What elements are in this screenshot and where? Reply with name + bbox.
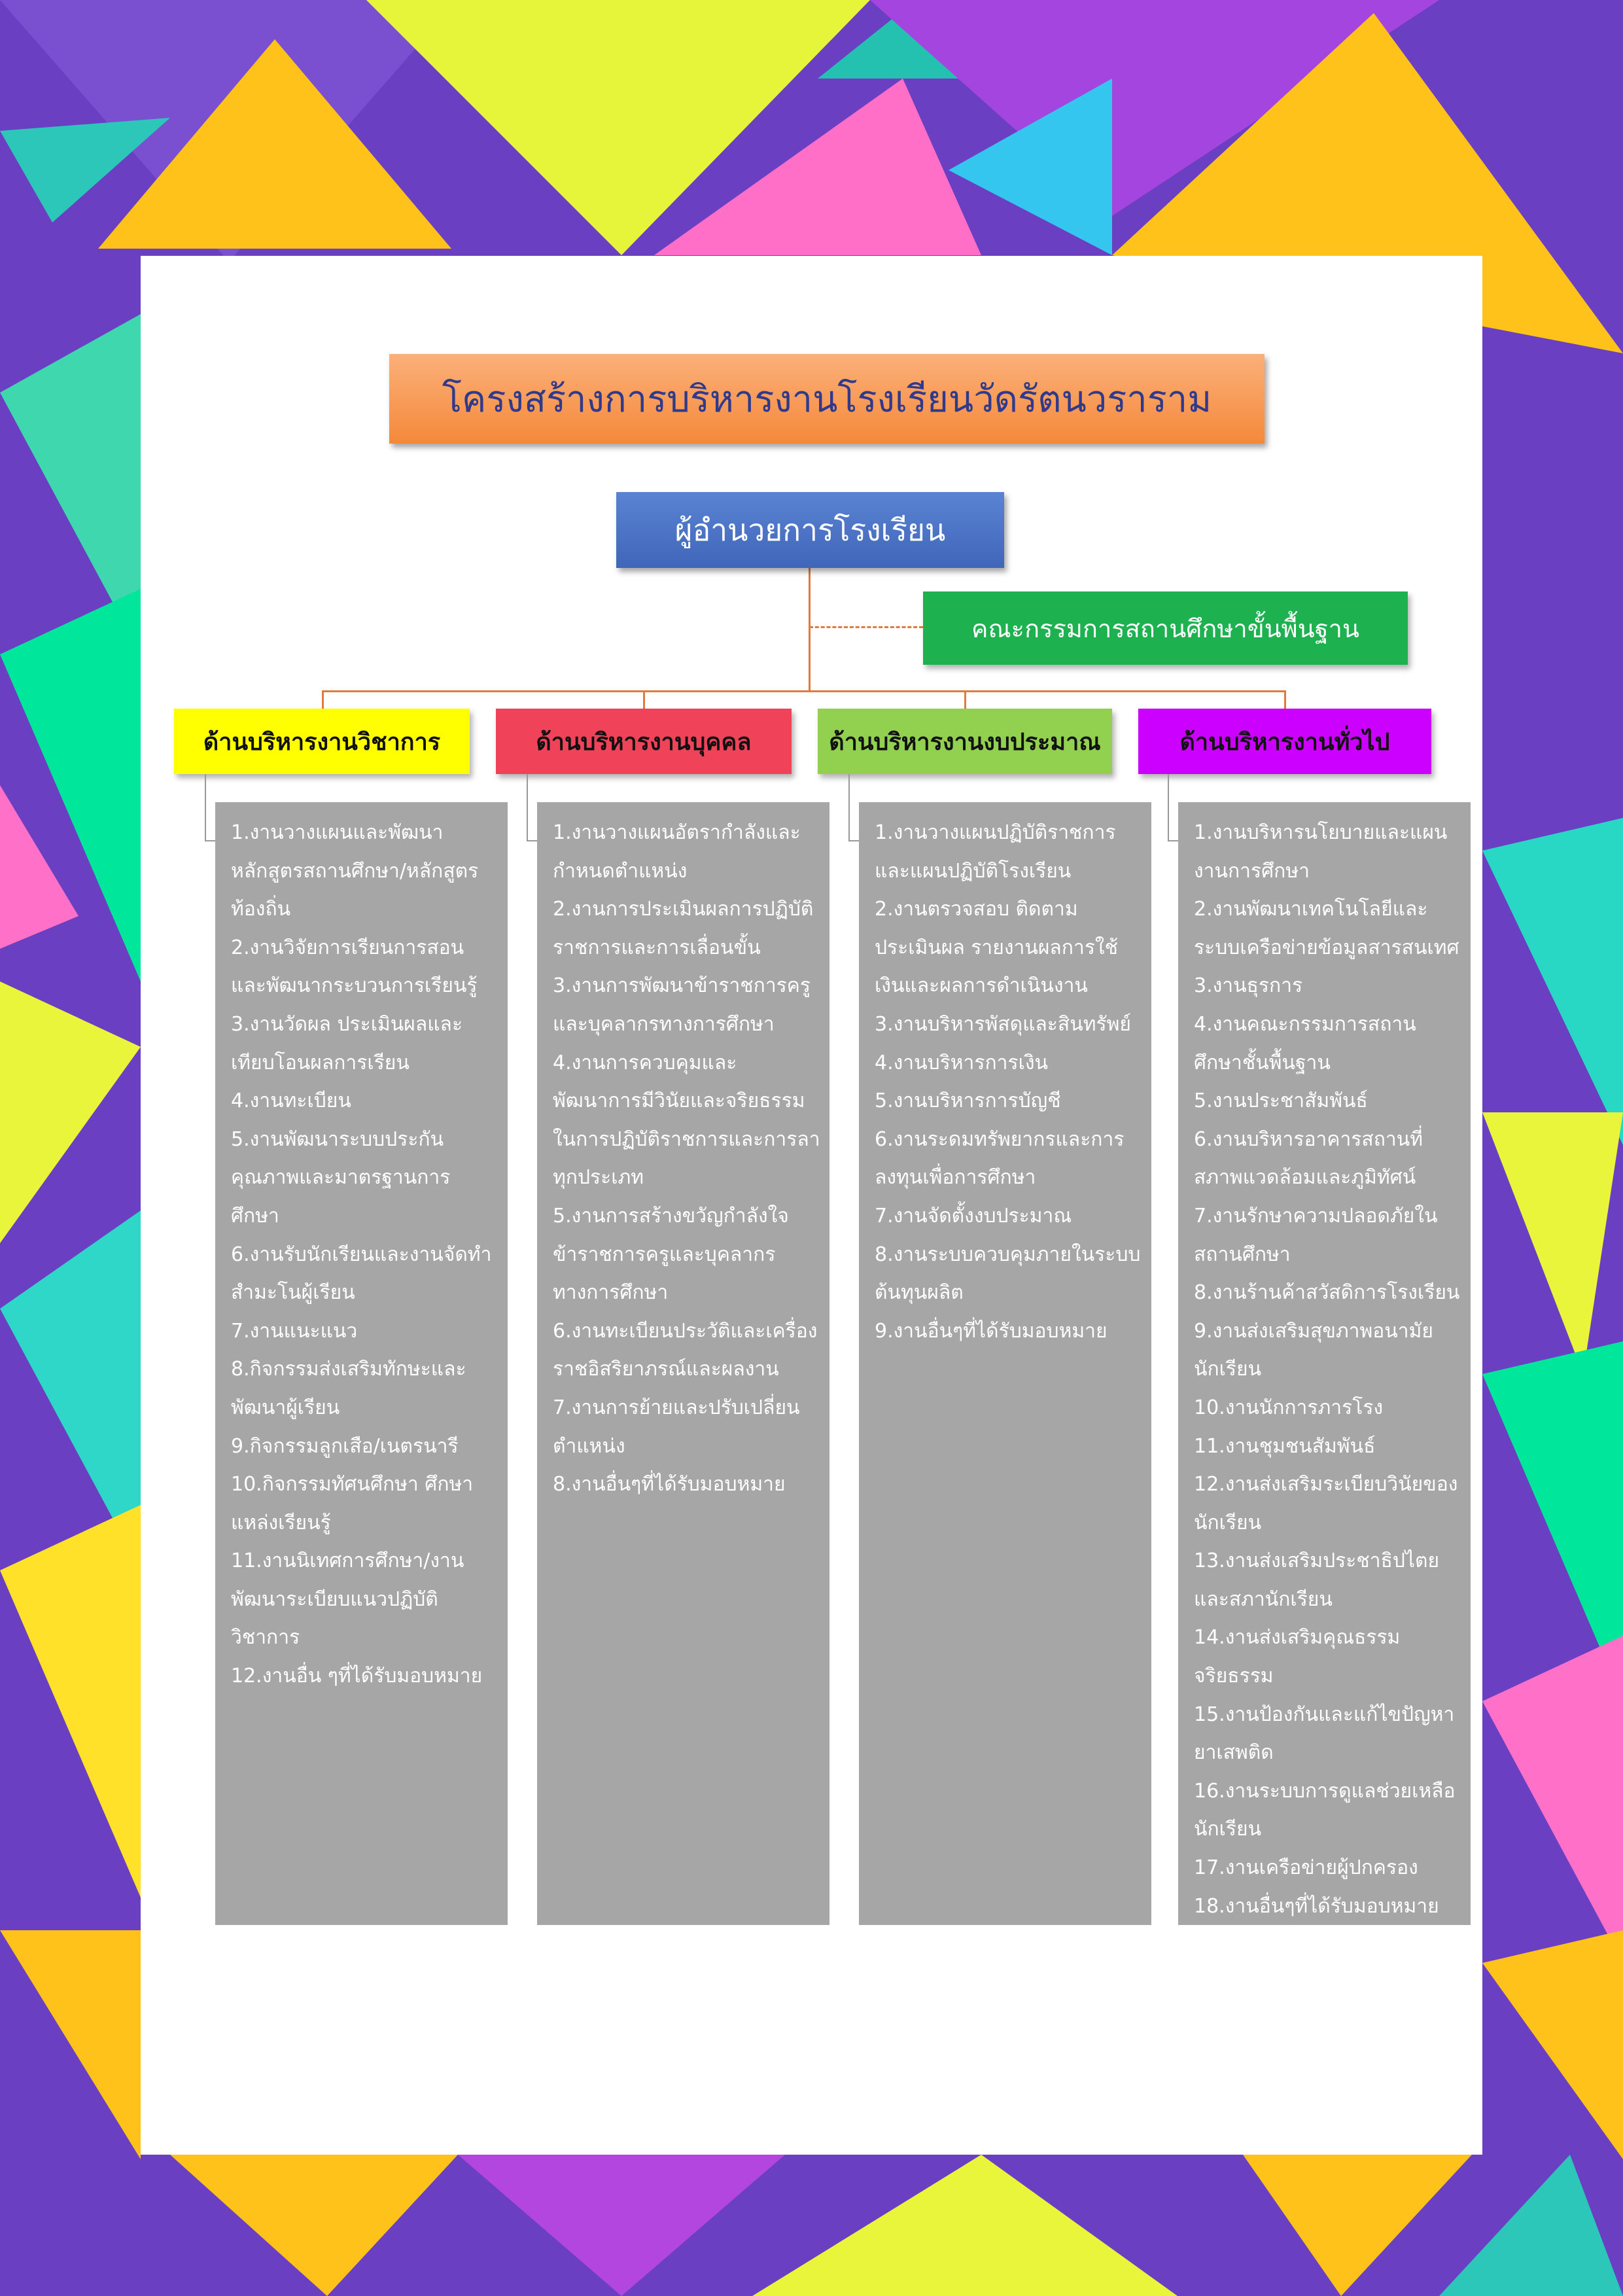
chart-title: โครงสร้างการบริหารงานโรงเรียนวัดรัตนวราร… bbox=[389, 354, 1265, 444]
task-item: 11.งานนิเทศการศึกษา/งานพัฒนาระเบียบแนวปฏ… bbox=[231, 1549, 464, 1650]
task-item: 5.งานประชาสัมพันธ์ bbox=[1194, 1089, 1368, 1113]
task-item: 7.งานจัดตั้งงบประมาณ bbox=[875, 1204, 1072, 1227]
task-item: 2.งานวิจัยการเรียนการสอนและพัฒนากระบวนกา… bbox=[231, 936, 478, 998]
task-item: 14.งานส่งเสริมคุณธรรมจริยธรรม bbox=[1194, 1626, 1401, 1688]
task-item: 4.งานทะเบียน bbox=[231, 1089, 351, 1113]
list-connector bbox=[205, 774, 217, 841]
task-item: 3.งานการพัฒนาข้าราชการครูและบุคลากรทางกา… bbox=[553, 974, 811, 1036]
connector-line bbox=[1284, 690, 1286, 709]
task-item: 8.งานอื่นๆที่ได้รับมอบหมาย bbox=[553, 1473, 786, 1496]
task-item: 7.งานการย้ายและปรับเปลี่ยนตำแหน่ง bbox=[553, 1396, 800, 1458]
task-item: 5.งานพัฒนาระบบประกันคุณภาพและมาตรฐานการศ… bbox=[231, 1127, 451, 1227]
task-item: 2.งานพัฒนาเทคโนโลยีและระบบเครือข่ายข้อมู… bbox=[1194, 898, 1459, 959]
task-item: 4.งานบริหารการเงิน bbox=[875, 1051, 1049, 1074]
task-item: 6.งานทะเบียนประวัติและเครื่องราชอิสริยาภ… bbox=[553, 1319, 818, 1381]
department-budget: ด้านบริหารงานงบประมาณ bbox=[818, 709, 1112, 774]
task-item: 7.งานรักษาความปลอดภัยในสถานศึกษา bbox=[1194, 1204, 1438, 1266]
task-item: 6.งานรับนักเรียนและงานจัดทำสำมะโนผู้เรีย… bbox=[231, 1243, 492, 1305]
task-item: 5.งานการสร้างขวัญกำลังใจข้าราชการครูและบ… bbox=[553, 1204, 789, 1305]
task-item: 2.งานการประเมินผลการปฏิบัติราชการและการเ… bbox=[553, 898, 814, 959]
task-item: 1.งานวางแผนอัตรากำลังและกำหนดตำแหน่ง bbox=[553, 821, 801, 883]
task-item: 1.งานบริหารนโยบายและแผนงานการศึกษา bbox=[1194, 821, 1448, 883]
list-connector bbox=[1168, 774, 1179, 841]
task-item: 10.งานนักการภารโรง bbox=[1194, 1396, 1384, 1419]
committee-dashed-connector bbox=[809, 626, 923, 628]
task-item: 6.งานบริหารอาคารสถานที่สภาพแวดล้อมและภูม… bbox=[1194, 1127, 1423, 1190]
task-item: 2.งานตรวจสอบ ติดตามประเมินผล รายงานผลการ… bbox=[875, 898, 1118, 998]
task-item: 6.งานระดมทรัพยากรและการลงทุนเพื่อการศึกษ… bbox=[875, 1127, 1125, 1190]
task-item: 17.งานเครือข่ายผู้ปกครอง bbox=[1194, 1856, 1418, 1880]
connector-line bbox=[322, 690, 324, 709]
director-box: ผู้อำนวยการโรงเรียน bbox=[616, 492, 1004, 568]
connector-line bbox=[809, 568, 811, 692]
task-item: 9.งานส่งเสริมสุขภาพอนามัยนักเรียน bbox=[1194, 1319, 1433, 1381]
task-item: 11.งานชุมชนสัมพันธ์ bbox=[1194, 1434, 1376, 1458]
task-item: 18.งานอื่นๆที่ได้รับมอบหมาย bbox=[1194, 1894, 1439, 1918]
list-connector bbox=[848, 774, 860, 841]
committee-box: คณะกรรมการสถานศึกษาขั้นพื้นฐาน bbox=[923, 592, 1408, 665]
task-item: 5.งานบริหารการบัญชี bbox=[875, 1089, 1061, 1113]
task-item: 15.งานป้องกันและแก้ไขปัญหายาเสพติด bbox=[1194, 1703, 1455, 1765]
task-item: 10.กิจกรรมทัศนศึกษา ศึกษาแหล่งเรียนรู้ bbox=[231, 1473, 474, 1534]
task-item: 9.กิจกรรมลูกเสือ/เนตรนารี bbox=[231, 1434, 459, 1458]
general-task-list: 1.งานบริหารนโยบายและแผนงานการศึกษา 2.งานพ… bbox=[1178, 802, 1471, 1925]
task-item: 12.งานอื่น ๆที่ได้รับมอบหมาย bbox=[231, 1665, 483, 1688]
task-item: 8.กิจกรรมส่งเสริมทักษะและพัฒนาผู้เรียน bbox=[231, 1358, 466, 1419]
task-item: 7.งานแนะแนว bbox=[231, 1319, 358, 1343]
task-item: 8.งานระบบควบคุมภายในระบบต้นทุนผลิต bbox=[875, 1243, 1141, 1305]
academic-task-list: 1.งานวางแผนและพัฒนาหลักสูตรสถานศึกษา/หลั… bbox=[215, 802, 508, 1925]
task-item: 9.งานอื่นๆที่ได้รับมอบหมาย bbox=[875, 1319, 1108, 1343]
task-item: 4.งานการควบคุมและพัฒนาการมีวินัยและจริยธ… bbox=[553, 1051, 820, 1190]
task-item: 1.งานวางแผนปฏิบัติราชการและแผนปฏิบัติโรง… bbox=[875, 821, 1116, 883]
connector-line bbox=[643, 690, 645, 709]
task-item: 3.งานบริหารพัสดุและสินทรัพย์ bbox=[875, 1012, 1131, 1036]
department-personnel: ด้านบริหารงานบุคคล bbox=[496, 709, 792, 774]
task-item: 8.งานร้านค้าสวัสดิการโรงเรียน bbox=[1194, 1281, 1460, 1305]
task-item: 3.งานวัดผล ประเมินผลและเทียบโอนผลการเรีย… bbox=[231, 1012, 463, 1074]
task-item: 4.งานคณะกรรมการสถานศึกษาชั้นพื้นฐาน bbox=[1194, 1012, 1416, 1074]
personnel-task-list: 1.งานวางแผนอัตรากำลังและกำหนดตำแหน่ง 2.งา… bbox=[537, 802, 829, 1925]
connector-line bbox=[322, 690, 1286, 692]
task-item: 12.งานส่งเสริมระเบียบวินัยของนักเรียน bbox=[1194, 1473, 1458, 1534]
budget-task-list: 1.งานวางแผนปฏิบัติราชการและแผนปฏิบัติโรง… bbox=[859, 802, 1151, 1925]
task-item: 3.งานธุรการ bbox=[1194, 974, 1303, 998]
task-item: 13.งานส่งเสริมประชาธิปไตยและสภานักเรียน bbox=[1194, 1549, 1440, 1611]
list-connector bbox=[527, 774, 538, 841]
task-item: 1.งานวางแผนและพัฒนาหลักสูตรสถานศึกษา/หลั… bbox=[231, 821, 479, 921]
department-general: ด้านบริหารงานทั่วไป bbox=[1138, 709, 1431, 774]
connector-line bbox=[964, 690, 966, 709]
department-academic: ด้านบริหารงานวิชาการ bbox=[174, 709, 470, 774]
task-item: 16.งานระบบการดูแลช่วยเหลือนักเรียน bbox=[1194, 1779, 1456, 1841]
